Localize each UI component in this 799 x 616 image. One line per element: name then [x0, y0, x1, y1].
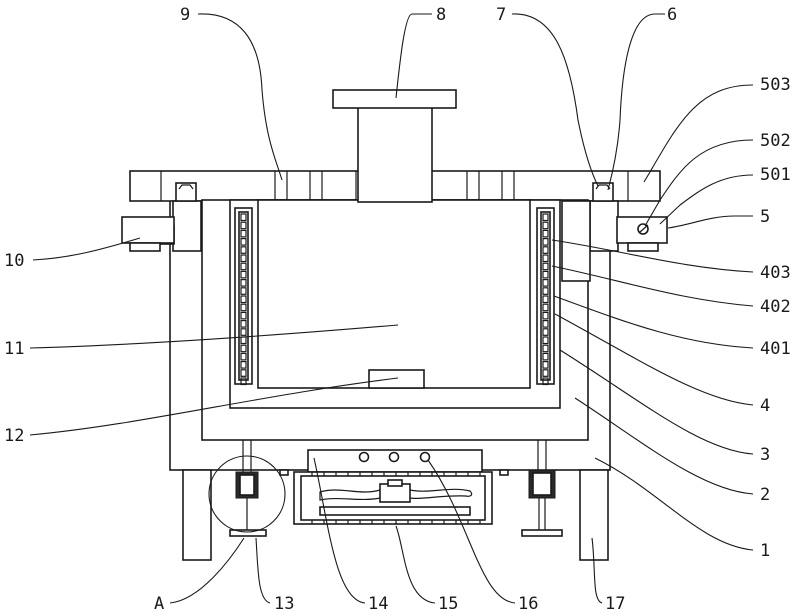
- heater-cell: [542, 270, 549, 279]
- label-A: A: [154, 594, 164, 614]
- label-16: 16: [518, 594, 538, 614]
- label-1: 1: [760, 541, 770, 561]
- label-11: 11: [4, 339, 24, 359]
- mount-bolts: [279, 469, 509, 476]
- heater-cell: [240, 295, 247, 304]
- fan-housing: [293, 449, 493, 525]
- label-12: 12: [4, 426, 24, 446]
- heater-cells: [240, 213, 549, 386]
- label-15: 15: [438, 594, 458, 614]
- heater-cell: [240, 303, 247, 312]
- heater-cell: [542, 295, 549, 304]
- heater-cell: [240, 213, 247, 222]
- heater-cell: [240, 369, 247, 377]
- label-8: 8: [436, 5, 446, 25]
- heater-cell: [240, 287, 247, 295]
- heater-cell: [240, 254, 247, 263]
- heater-cell: [240, 361, 247, 369]
- heater-cell: [542, 344, 549, 353]
- heater-cell: [542, 262, 549, 271]
- feed-pipe: [332, 89, 457, 203]
- label-10: 10: [4, 251, 24, 271]
- heater-cell: [240, 221, 247, 230]
- heater-cell: [542, 328, 549, 336]
- heater-cell: [542, 352, 549, 361]
- label-503: 503: [760, 75, 791, 95]
- heater-cell: [240, 328, 247, 336]
- heater-cell: [542, 254, 549, 263]
- label-4: 4: [760, 396, 770, 416]
- label-9: 9: [180, 5, 190, 25]
- bottom-plate: [368, 369, 425, 389]
- label-14: 14: [368, 594, 388, 614]
- label-7: 7: [496, 5, 506, 25]
- side-block-right: [561, 200, 619, 282]
- leg-left: [182, 469, 212, 561]
- label-17: 17: [605, 594, 625, 614]
- label-403: 403: [760, 263, 791, 283]
- heater-cell: [240, 377, 247, 386]
- leg-right: [579, 469, 609, 561]
- heater-cell: [240, 352, 247, 361]
- heater-cell: [240, 238, 247, 246]
- heater-cell: [542, 369, 549, 377]
- label-502: 502: [760, 131, 791, 151]
- heater-cell: [542, 377, 549, 386]
- latch-left: [175, 182, 197, 202]
- fan-grille: [311, 472, 481, 524]
- heater-cell: [240, 320, 247, 328]
- heater-cell: [542, 221, 549, 230]
- label-13: 13: [274, 594, 294, 614]
- label-3: 3: [760, 445, 770, 465]
- vent-slots: [274, 171, 515, 201]
- heater-cell: [542, 303, 549, 312]
- handle-left: [121, 216, 175, 252]
- heater-cell: [542, 213, 549, 222]
- handle-right: [616, 216, 668, 252]
- heater-cell: [240, 246, 247, 254]
- heater-cell: [542, 279, 549, 287]
- heater-cell: [542, 320, 549, 328]
- heater-cell: [542, 238, 549, 246]
- label-5: 5: [760, 207, 770, 227]
- label-6: 6: [667, 5, 677, 25]
- heater-cell: [240, 262, 247, 271]
- reference-labels: 9 8 7 6 503 502 501 5 10 403 402 401 11 …: [4, 5, 791, 614]
- heater-cell: [240, 311, 247, 320]
- heater-cell: [542, 361, 549, 369]
- container: [257, 199, 531, 389]
- label-401: 401: [760, 339, 791, 359]
- latch-right: [592, 182, 614, 202]
- detail-circle-a: [208, 455, 286, 533]
- label-501: 501: [760, 165, 791, 185]
- heater-cell: [240, 229, 247, 238]
- heater-cell: [240, 270, 247, 279]
- label-402: 402: [760, 297, 791, 317]
- heater-cell: [542, 336, 549, 345]
- heater-cell: [542, 246, 549, 254]
- heater-cell: [542, 229, 549, 238]
- heater-cell: [542, 287, 549, 295]
- heater-cell: [240, 344, 247, 353]
- heater-cell: [542, 311, 549, 320]
- leader-lines: [29, 13, 754, 604]
- side-block-left: [172, 200, 202, 252]
- damper-right: [521, 440, 563, 537]
- heater-cell: [240, 279, 247, 287]
- label-2: 2: [760, 485, 770, 505]
